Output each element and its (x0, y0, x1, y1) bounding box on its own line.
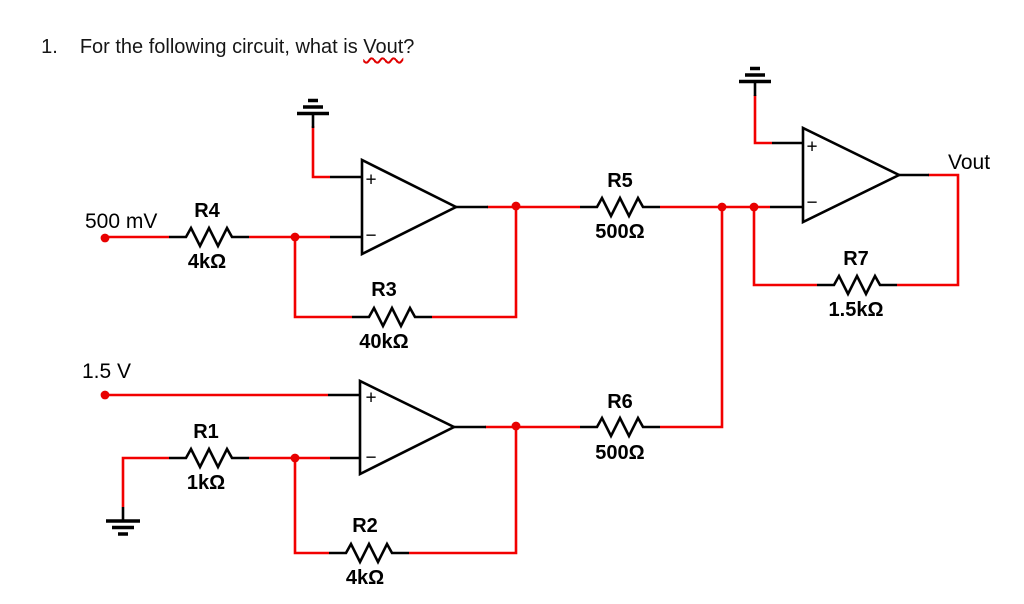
source1-label: 500 mV (85, 210, 157, 233)
wire-feedback2-left (293, 458, 329, 555)
r5-name: R5 (607, 170, 633, 192)
r6-value: 500Ω (595, 442, 644, 464)
wire-feedback1-left (293, 237, 352, 319)
r7-value: 1.5kΩ (829, 299, 884, 321)
labels: 500 mV 1.5 V Vout R4 4kΩ R3 40kΩ R5 500Ω… (82, 151, 990, 589)
resistor-r2-symbol (329, 541, 409, 565)
r1-name: R1 (193, 421, 219, 443)
source2-label: 1.5 V (82, 360, 131, 383)
terminal-source1-dot (100, 233, 110, 243)
wire-gnd3-to-r1 (121, 456, 169, 507)
opamp3-minus-sign: − (806, 193, 817, 214)
opamps: + − + − + − (358, 125, 902, 477)
junction-opamp2-minus-dot (290, 453, 300, 463)
wire-feedback2-right (409, 427, 518, 555)
junction-opamp1-out-dot (511, 201, 521, 211)
opamp1-plus-sign: + (365, 170, 376, 191)
ground3-bars (106, 519, 140, 536)
r3-value: 40kΩ (359, 331, 408, 353)
question-line: 1. For the following circuit, what is Vou… (30, 13, 414, 59)
opamp3-plus-sign: + (806, 137, 817, 158)
opamp2-plus-sign: + (365, 388, 376, 409)
opamp3-triangle (801, 125, 902, 225)
r4-value: 4kΩ (188, 251, 226, 273)
resistor-r6-symbol (580, 415, 660, 439)
opamp2-minus-sign: − (365, 448, 376, 469)
wire-r7-to-vout (897, 173, 960, 287)
r2-name: R2 (352, 515, 378, 537)
opamp1-triangle (360, 157, 459, 257)
resistor-r4-symbol (169, 225, 249, 249)
r2-value: 4kΩ (346, 567, 384, 589)
question-text-suffix: ? (403, 36, 415, 58)
r3-name: R3 (371, 279, 397, 301)
r4-name: R4 (194, 200, 220, 222)
ground1-icon (297, 98, 329, 128)
ground2-icon (739, 66, 771, 96)
wire-feedback1-right (432, 206, 518, 319)
question-text: For the following circuit, what is (79, 36, 364, 58)
wire-gnd1-to-opamp1-plus (311, 126, 330, 179)
misspelled-word-vout: Vout (363, 36, 404, 58)
r6-name: R6 (607, 391, 633, 413)
component-leads (328, 141, 929, 460)
r5-value: 500Ω (595, 221, 644, 243)
terminal-source2-dot (100, 390, 110, 400)
junction-summing-node-dot (749, 202, 759, 212)
ground-symbols (106, 66, 771, 536)
junction-dots (100, 201, 759, 463)
junction-opamp1-minus-dot (290, 232, 300, 242)
ground3-icon (106, 507, 140, 536)
junction-opamp2-out-dot (511, 421, 521, 431)
ground1-bars (297, 98, 329, 116)
vout-label: Vout (948, 151, 990, 174)
resistor-r5-symbol (580, 195, 660, 219)
r1-value: 1kΩ (187, 472, 225, 494)
wire-summing-node-to-r7 (752, 207, 817, 287)
resistor-r3-symbol (352, 305, 432, 329)
opamp1-minus-sign: − (365, 226, 376, 247)
resistors (169, 195, 897, 565)
wire-gnd2-to-opamp3-plus (753, 95, 772, 145)
question-number: 1. (41, 36, 58, 58)
wires (105, 95, 960, 555)
r7-name: R7 (843, 248, 869, 270)
ground2-bars (739, 66, 771, 84)
opamp2-triangle (358, 378, 457, 477)
resistor-r7-symbol (817, 273, 897, 297)
wire-r6-to-summing-node (660, 207, 724, 429)
junction-r5-r6-dot (717, 202, 727, 212)
resistor-r1-symbol (169, 446, 249, 470)
